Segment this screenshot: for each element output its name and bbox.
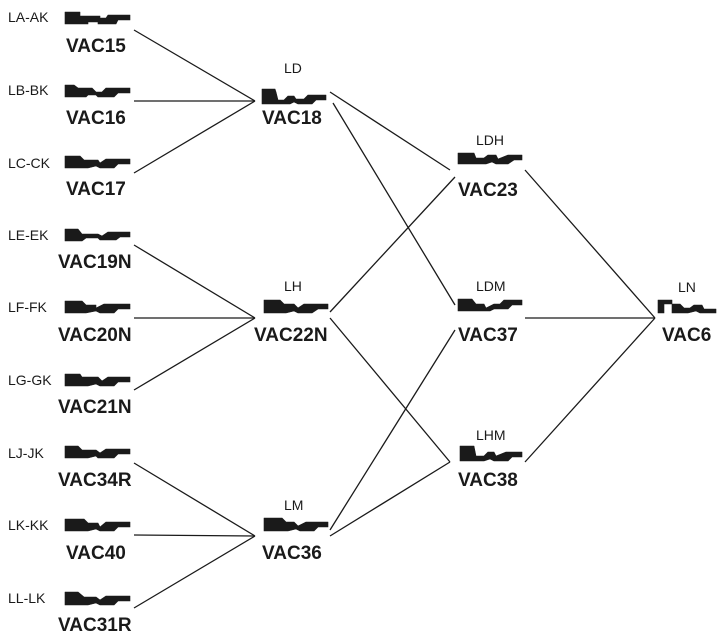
connection-vac38-to-vac6 [524,317,656,463]
key-vac15-code: VAC15 [66,36,126,57]
key-vac20n-code: VAC20N [58,325,132,346]
key-vac22n: LH VAC22N [254,278,329,346]
key-vac18-label: LD [284,60,302,76]
key-vac19n: LE-EK VAC19N [8,227,132,273]
key-profile-icon [64,591,131,606]
key-vac40-label: LK-KK [8,517,49,533]
key-profile-icon [64,11,131,25]
key-vac36-label: LM [284,497,303,513]
key-vac21n: LG-GK VAC21N [8,372,132,418]
key-vac23-label: LDH [476,132,504,148]
connection-vac31r-to-vac36 [133,535,256,609]
key-vac17-label: LC-CK [8,155,51,171]
connection-vac34r-to-vac36 [133,462,256,537]
key-vac17: LC-CK VAC17 [8,155,131,200]
key-vac23-code: VAC23 [458,180,518,201]
key-vac15: LA-AK VAC15 [8,9,131,57]
key-profile-icon [64,155,131,169]
key-vac16: LB-BK VAC16 [8,82,131,129]
connection-vac19n-to-vac22n [133,244,256,319]
key-vac20n: LF-FK VAC20N [8,299,132,346]
key-vac34r: LJ-JK VAC34R [8,445,132,491]
connection-vac17-to-vac18 [133,100,256,174]
key-vac19n-label: LE-EK [8,227,49,243]
key-profile-icon [459,445,523,462]
key-vac21n-label: LG-GK [8,372,52,388]
key-vac31r: LL-LK VAC31R [8,590,132,635]
connection-vac22n-to-vac23 [329,176,456,313]
connection-vac40-to-vac36 [133,534,256,537]
connection-vac21n-to-vac22n [133,317,256,391]
connection-lines [133,29,656,609]
key-vac6-code: VAC6 [662,325,711,346]
key-vac38: LHM VAC38 [458,427,523,491]
key-profile-icon [64,445,131,459]
key-profile-icon [64,300,131,314]
key-vac18: LD VAC18 [261,60,327,129]
key-vac37-label: LDM [476,278,506,294]
key-vac22n-label: LH [284,278,302,294]
connection-vac22n-to-vac38 [329,317,451,463]
key-vac38-code: VAC38 [458,470,518,491]
key-vac34r-label: LJ-JK [8,445,44,461]
key-profile-icon [263,299,329,314]
key-vac16-label: LB-BK [8,82,49,98]
key-vac34r-code: VAC34R [58,470,132,491]
connection-vac36-to-vac37 [329,329,456,531]
key-vac6-label: LN [678,279,696,295]
connection-vac18-to-vac37 [332,102,456,306]
key-profile-icon [64,228,131,242]
key-vac38-label: LHM [476,427,506,443]
key-profile-icon [657,299,717,314]
key-vac36-code: VAC36 [262,543,322,564]
key-vac15-label: LA-AK [8,9,49,25]
key-vac23: LDH VAC23 [457,132,523,201]
key-vac40: LK-KK VAC40 [8,517,131,564]
key-vac17-code: VAC17 [66,179,126,200]
key-vac31r-label: LL-LK [8,590,46,606]
key-profile-icon [261,88,327,105]
key-vac22n-code: VAC22N [254,325,328,346]
connection-vac36-to-vac38 [329,461,451,537]
key-profile-icon [64,518,131,532]
key-profile-icon [263,517,329,532]
key-vac19n-code: VAC19N [58,252,132,273]
key-vac20n-label: LF-FK [8,299,48,315]
connection-vac23-to-vac6 [524,169,656,319]
key-profile-icon [64,84,131,98]
key-vac6: LN VAC6 [657,279,717,346]
key-vac18-code: VAC18 [262,108,322,129]
key-profile-icon [457,298,523,312]
connection-vac18-to-vac23 [329,91,451,171]
key-vac37-code: VAC37 [458,325,518,346]
key-vac36: LM VAC36 [262,497,329,564]
key-vac16-code: VAC16 [66,108,126,129]
key-vac21n-code: VAC21N [58,397,132,418]
connection-vac15-to-vac18 [133,29,256,102]
key-vac31r-code: VAC31R [58,615,132,635]
key-profile-icon [457,152,523,165]
key-profile-icon [64,373,131,387]
key-vac37: LDM VAC37 [457,278,523,346]
key-vac40-code: VAC40 [66,543,126,564]
